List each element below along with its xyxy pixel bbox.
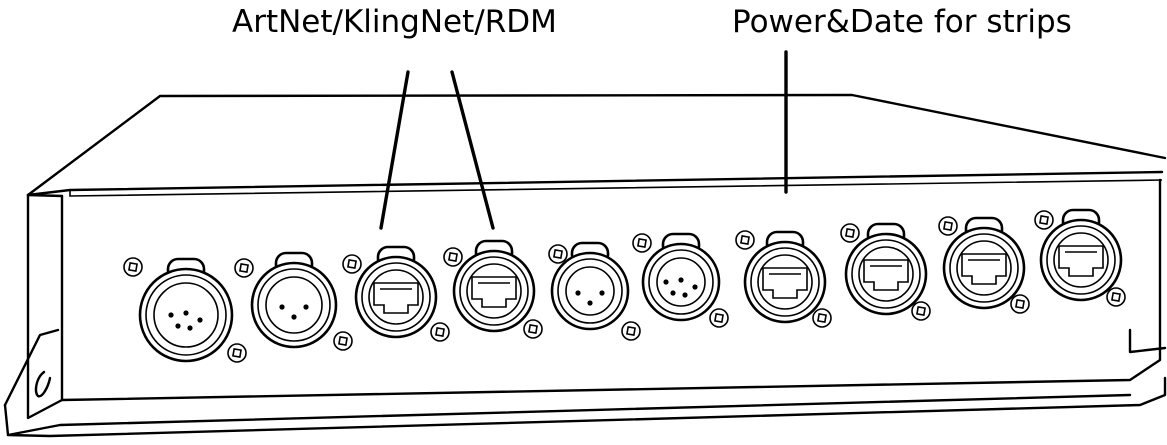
box-top-face [26, 93, 1167, 197]
rj45-port-icon [354, 245, 438, 339]
rj45-port-icon [743, 230, 827, 324]
xlr-port-icon [550, 241, 630, 331]
pointer-line [450, 70, 495, 230]
controller-box [3, 93, 1167, 438]
rj45-port-icon [452, 239, 536, 333]
screw-icon [1034, 210, 1054, 230]
rj45-socket-icon [863, 259, 909, 291]
mounting-slot [34, 370, 52, 398]
box-left-side [26, 193, 64, 420]
screw-icon [227, 343, 247, 363]
screw-icon [735, 230, 755, 250]
screw-icon [911, 301, 931, 321]
screw-icon [812, 308, 832, 328]
screw-icon [840, 223, 860, 243]
box-top-edge [26, 170, 1164, 197]
xlr-port-icon [138, 257, 234, 363]
rj45-socket-icon [373, 282, 419, 314]
rj45-port-icon [1039, 208, 1123, 302]
screw-icon [621, 321, 641, 341]
rj45-port-icon [942, 216, 1026, 310]
screw-icon [342, 254, 362, 274]
rj45-port-icon [844, 222, 928, 316]
box-front-face [60, 178, 1162, 402]
screw-icon [548, 244, 568, 264]
screw-icon [1106, 287, 1126, 307]
screw-icon [938, 216, 958, 236]
screw-icon [523, 319, 543, 339]
rj45-socket-icon [471, 276, 517, 308]
xlr-port-icon [641, 232, 721, 322]
rj45-socket-icon [762, 267, 808, 299]
screw-icon [123, 257, 143, 277]
connector-panel [123, 208, 1126, 363]
screw-icon [430, 322, 450, 342]
xlr-port-icon [250, 251, 338, 349]
screw-icon [1010, 294, 1030, 314]
callout-artnet-label: ArtNet/KlingNet/RDM [232, 4, 557, 40]
callout-pointers [379, 50, 788, 230]
screw-icon [333, 331, 353, 351]
callout-power-data-label: Power&Date for strips [732, 4, 1072, 40]
screw-icon [709, 308, 729, 328]
rj45-socket-icon [961, 253, 1007, 285]
pointer-line [379, 70, 410, 230]
box-base-plate [3, 376, 1167, 438]
screw-icon [234, 258, 254, 278]
rj45-socket-icon [1058, 245, 1104, 277]
screw-icon [443, 247, 463, 267]
screw-icon [632, 233, 652, 253]
